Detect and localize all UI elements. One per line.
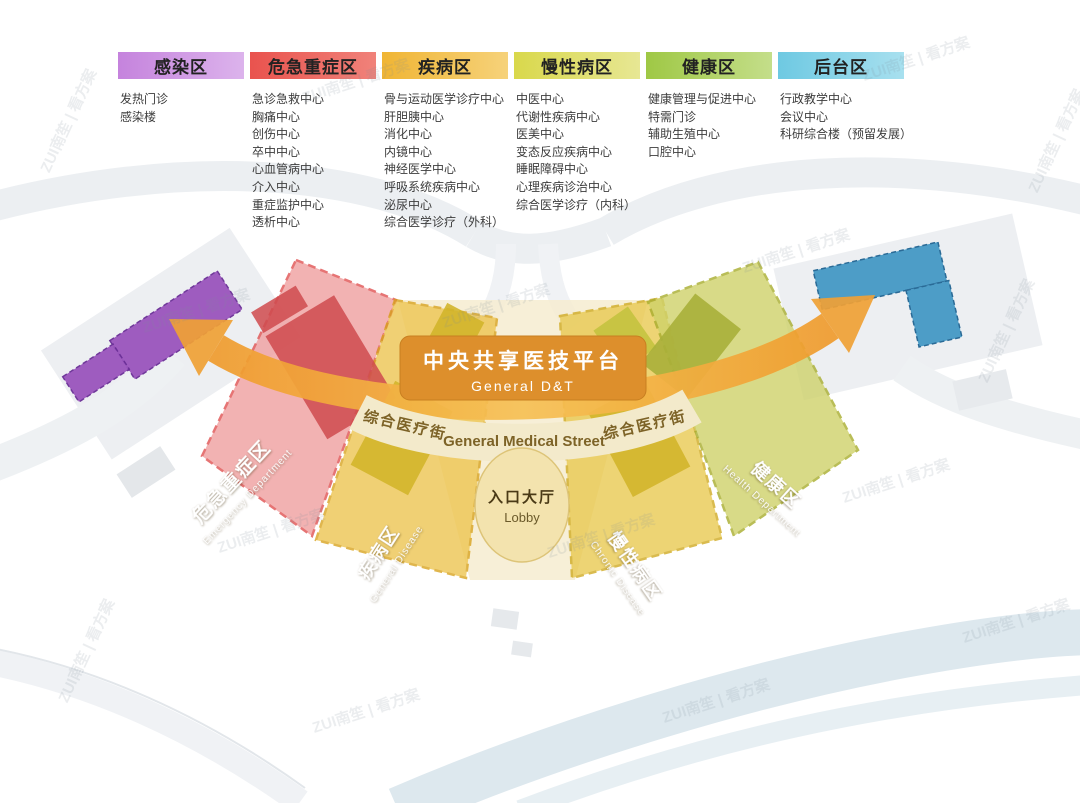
legend-item: 变态反应疾病中心 (516, 144, 613, 159)
lobby: 入口大厅 Lobby (474, 447, 570, 563)
legend-item: 透析中心 (252, 215, 301, 230)
zone-legend: 感染区 发热门诊 感染楼 危急重症区 急诊急救中心 胸痛中心 创伤中心 卒中中心… (118, 52, 913, 232)
legend-item: 卒中中心 (252, 144, 301, 159)
backoffice-buildings (812, 241, 963, 348)
legend-item: 口腔中心 (648, 144, 697, 159)
legend-header-disease: 疾病区 (382, 52, 508, 79)
lobby-label-en: Lobby (504, 510, 540, 525)
legend-item: 睡眠障碍中心 (516, 162, 589, 177)
legend-column-chronic: 慢性病区 中医中心 代谢性疾病中心 医美中心 变态反应疾病中心 睡眠障碍中心 心… (514, 52, 640, 232)
legend-item: 肝胆胰中心 (384, 109, 445, 124)
legend-column-infection: 感染区 发热门诊 感染楼 (118, 52, 244, 232)
legend-list-infection: 发热门诊 感染楼 (118, 91, 244, 126)
legend-item: 重症监护中心 (252, 197, 325, 212)
legend-list-backoffice: 行政教学中心 会议中心 科研综合楼（预留发展） (778, 91, 913, 144)
legend-list-health: 健康管理与促进中心 特需门诊 辅助生殖中心 口腔中心 (646, 91, 772, 161)
legend-header-backoffice: 后台区 (778, 52, 904, 79)
legend-item: 感染楼 (120, 109, 157, 124)
legend-header-infection: 感染区 (118, 52, 244, 79)
legend-item: 急诊急救中心 (252, 92, 325, 106)
legend-header-health: 健康区 (646, 52, 772, 79)
legend-item: 中医中心 (516, 92, 565, 106)
legend-item: 发热门诊 (120, 92, 169, 106)
central-platform-title-zh: 中央共享医技平台 (423, 349, 623, 373)
medical-street-arrow (169, 295, 875, 420)
central-platform-title-en: General D&T (471, 378, 575, 394)
legend-list-disease: 骨与运动医学诊疗中心 肝胆胰中心 消化中心 内镜中心 神经医学中心 呼吸系统疾病… (382, 91, 508, 232)
legend-item: 内镜中心 (384, 144, 433, 159)
legend-item: 医美中心 (516, 127, 565, 142)
legend-column-disease: 疾病区 骨与运动医学诊疗中心 肝胆胰中心 消化中心 内镜中心 神经医学中心 呼吸… (382, 52, 508, 232)
legend-item: 科研综合楼（预留发展） (780, 127, 913, 142)
legend-item: 骨与运动医学诊疗中心 (384, 92, 505, 106)
legend-item: 心血管病中心 (252, 162, 325, 177)
arrow-head-left (169, 319, 233, 376)
legend-item: 胸痛中心 (252, 109, 301, 124)
legend-header-chronic: 慢性病区 (514, 52, 640, 79)
legend-list-chronic: 中医中心 代谢性疾病中心 医美中心 变态反应疾病中心 睡眠障碍中心 心理疾病诊治… (514, 91, 640, 214)
legend-item: 创伤中心 (252, 127, 301, 142)
health-buildings (641, 293, 741, 399)
central-platform-banner: 中央共享医技平台 General D&T (399, 335, 647, 401)
medical-street-band (349, 389, 702, 462)
legend-item: 综合医学诊疗（内科） (516, 197, 637, 212)
arrow-head-right (811, 295, 875, 353)
legend-item: 代谢性疾病中心 (516, 109, 601, 124)
legend-item: 健康管理与促进中心 (648, 92, 757, 106)
legend-header-emergency: 危急重症区 (250, 52, 376, 79)
legend-item: 泌尿中心 (384, 197, 433, 212)
site-plan: 中央共享医技平台 General D&T 综合医疗街 General Medic… (0, 157, 1080, 803)
legend-item: 特需门诊 (648, 109, 697, 124)
legend-item: 辅助生殖中心 (648, 127, 721, 142)
legend-column-health: 健康区 健康管理与促进中心 特需门诊 辅助生殖中心 口腔中心 (646, 52, 772, 232)
legend-item: 行政教学中心 (780, 92, 853, 106)
legend-list-emergency: 急诊急救中心 胸痛中心 创伤中心 卒中中心 心血管病中心 介入中心 重症监护中心… (250, 91, 376, 232)
lobby-ellipse (474, 447, 570, 563)
lobby-label-zh: 入口大厅 (488, 488, 556, 506)
legend-item: 心理疾病诊治中心 (516, 179, 613, 194)
legend-item: 综合医学诊疗（外科） (384, 215, 505, 230)
street-label-mid: General Medical Street (443, 433, 605, 450)
legend-item: 介入中心 (252, 179, 301, 194)
legend-item: 神经医学中心 (384, 162, 457, 177)
legend-item: 消化中心 (384, 127, 433, 142)
legend-item: 会议中心 (780, 109, 829, 124)
legend-item: 呼吸系统疾病中心 (384, 179, 481, 194)
legend-column-emergency: 危急重症区 急诊急救中心 胸痛中心 创伤中心 卒中中心 心血管病中心 介入中心 … (250, 52, 376, 232)
legend-column-backoffice: 后台区 行政教学中心 会议中心 科研综合楼（预留发展） (778, 52, 913, 232)
